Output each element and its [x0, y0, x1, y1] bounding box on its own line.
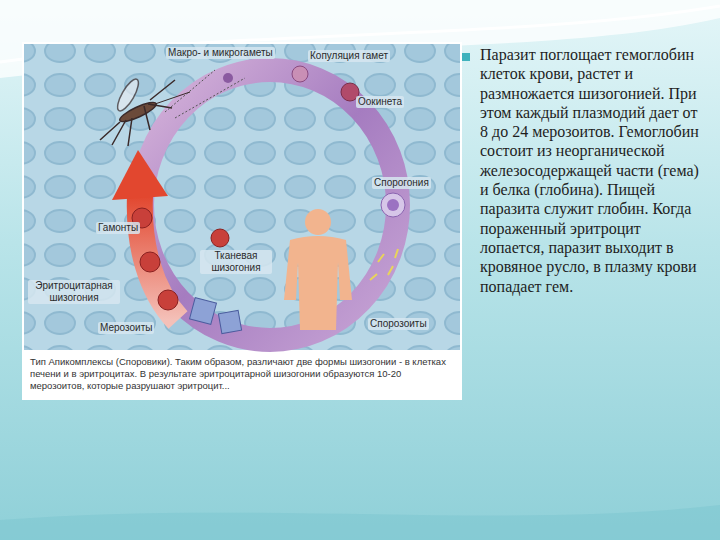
gamete-label: Макро- и микрогаметы — [166, 47, 275, 59]
tissue-schizogony-label: Тканевая шизогония — [200, 250, 272, 274]
merozoite-label: Мерозоиты — [98, 322, 154, 334]
picture-panel — [22, 42, 462, 400]
bullet — [462, 53, 470, 61]
leader-lines — [165, 70, 245, 118]
human-figure — [284, 209, 352, 330]
sporogony-label: Спорогония — [372, 177, 431, 189]
red-arrow-head — [112, 150, 168, 200]
parasite-cells — [132, 66, 405, 334]
cycle-ring — [142, 70, 398, 340]
figure-caption: Тип Апикомплексы (Споровики). Таким обра… — [30, 356, 456, 392]
gamont-label: Гамонты — [96, 222, 140, 234]
tissue-background — [24, 44, 460, 350]
sporozoite-label: Спорозоиты — [368, 318, 429, 330]
body-text: Паразит поглощает гемоглобин клеток кров… — [480, 45, 702, 296]
ookinete-label: Оокинета — [356, 96, 404, 108]
mosquito — [100, 76, 190, 146]
bottom-band — [0, 505, 720, 540]
copulation-label: Копуляция гамет — [308, 50, 390, 62]
erythrocyte-schizogony-label: Эритроцитарная шизогония — [28, 280, 120, 304]
